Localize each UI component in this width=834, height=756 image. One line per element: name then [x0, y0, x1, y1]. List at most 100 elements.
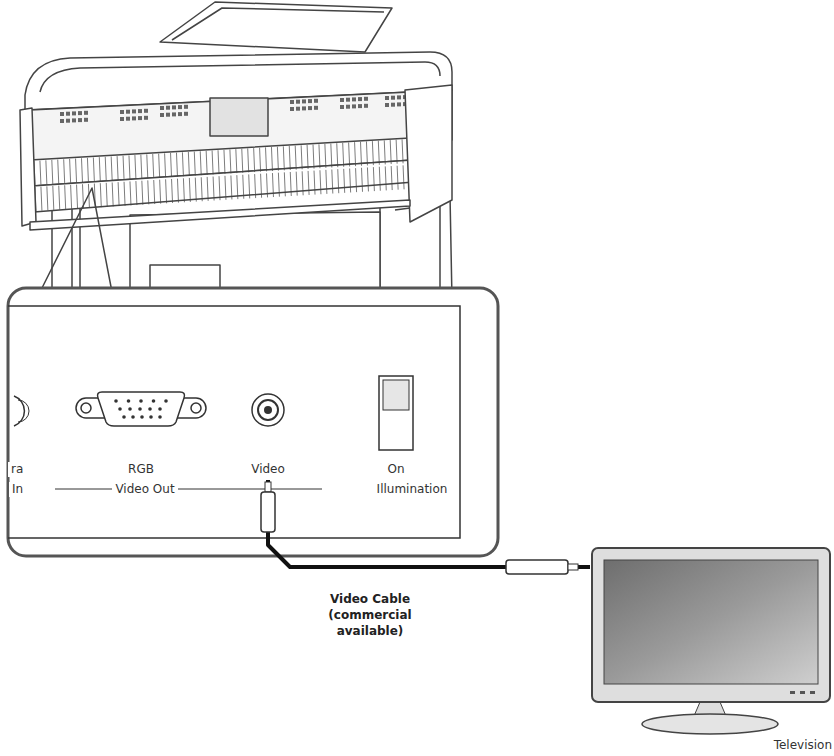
music-rest-edge [172, 8, 384, 40]
switch-rocker [383, 380, 409, 410]
key-line [183, 178, 184, 202]
key-line [230, 149, 231, 173]
key-line [159, 154, 160, 178]
key-line [200, 151, 201, 175]
key-line [207, 177, 208, 201]
key-line [41, 187, 42, 211]
panel-button [340, 98, 344, 102]
tv-shape [590, 546, 832, 754]
display-screen [210, 98, 268, 136]
key-line [366, 141, 367, 165]
panel-button [78, 118, 82, 122]
organ [20, 2, 452, 300]
key-line [344, 169, 345, 193]
key-line [81, 158, 82, 182]
cable-plug [261, 482, 275, 532]
key-line [338, 169, 339, 193]
key-line [284, 172, 285, 196]
panel-button [60, 112, 64, 116]
panel-button [132, 109, 136, 113]
key-line [272, 173, 273, 197]
key-line [58, 160, 59, 184]
key-line [71, 185, 72, 209]
key-line [213, 177, 214, 201]
key-line [112, 182, 113, 206]
rgb-pin [164, 399, 168, 403]
key-line [278, 173, 279, 197]
key-line [111, 156, 112, 180]
key-line [47, 186, 48, 210]
panel-button [172, 112, 176, 116]
key-line [283, 146, 284, 170]
television: Television [590, 546, 832, 755]
rgb-pin [158, 415, 162, 419]
key-line [320, 170, 321, 194]
panel-button [397, 102, 401, 106]
key-line [349, 142, 350, 166]
plug-body [261, 492, 275, 532]
key-line [271, 147, 272, 171]
key-line [130, 181, 131, 205]
panel-button [72, 118, 76, 122]
key-line [295, 146, 296, 170]
key-line [396, 140, 397, 164]
panel-button [178, 105, 182, 109]
key-line [117, 156, 118, 180]
panel-button [160, 106, 164, 110]
panel-button [364, 97, 368, 101]
key-line [362, 168, 363, 192]
port-label: On [384, 462, 407, 477]
key-line [65, 185, 66, 209]
key-line [267, 173, 268, 197]
key-line [99, 157, 100, 181]
panel-button [60, 119, 64, 123]
key-line [53, 186, 54, 210]
key-line [100, 183, 101, 207]
cable-plug [506, 560, 578, 574]
rgb-screw [81, 403, 91, 413]
key-line [201, 177, 202, 201]
panel-button [308, 106, 312, 110]
zoom-frame [8, 288, 498, 556]
key-line [277, 147, 278, 171]
rgb-pin [138, 407, 142, 411]
panel-button [84, 111, 88, 115]
panel-buttons [60, 95, 413, 123]
key-line [350, 168, 351, 192]
key-line [194, 152, 195, 176]
panel-button [184, 105, 188, 109]
key-line [261, 174, 262, 198]
key-line [236, 149, 237, 173]
key-line [225, 176, 226, 200]
key-line [355, 142, 356, 166]
key-line [219, 176, 220, 200]
zoom-lines [40, 188, 112, 292]
key-line [231, 175, 232, 199]
rgb-pin [140, 415, 144, 419]
tv-bezel [592, 548, 830, 702]
key-line [189, 178, 190, 202]
port-label: RGB [125, 462, 157, 477]
key-line [136, 181, 137, 205]
key-line [373, 167, 374, 191]
rgb-pin [114, 399, 118, 403]
key-lines [34, 139, 410, 211]
panel-button [308, 99, 312, 103]
key-line [385, 166, 386, 190]
key-line [402, 139, 403, 163]
key-line [70, 159, 71, 183]
tv-base [642, 714, 778, 734]
key-line [319, 144, 320, 168]
rgb-pin [131, 415, 135, 419]
key-line [153, 154, 154, 178]
video-jack: Video [238, 390, 298, 480]
panel-button [352, 97, 356, 101]
panel-button [296, 107, 300, 111]
right-cheek [405, 85, 452, 222]
tv-button [800, 691, 805, 694]
panel-button [302, 106, 306, 110]
key-line [206, 151, 207, 175]
key-line [212, 151, 213, 175]
group-line [55, 489, 322, 490]
rgb-pin [148, 407, 152, 411]
